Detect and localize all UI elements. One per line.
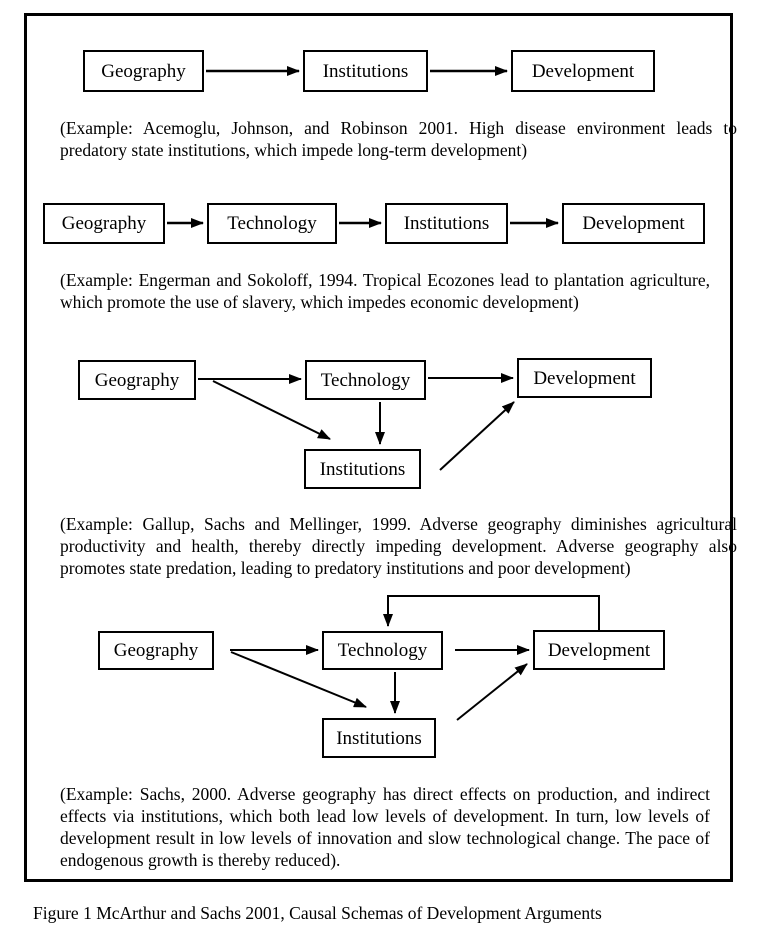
arrow-s3-geography-to-institutions (212, 380, 331, 440)
s1-node-development: Development (511, 50, 655, 92)
s4-node-development: Development (533, 630, 665, 670)
s1-example-caption: (Example: Acemoglu, Johnson, and Robinso… (60, 118, 737, 160)
arrow-s4-development-to-technology-feedback (383, 595, 600, 630)
figure-caption: Figure 1 McArthur and Sachs 2001, Causal… (33, 903, 602, 923)
s2-node-geography: Geography (43, 203, 165, 244)
s3-node-development: Development (517, 358, 652, 398)
s2-node-development: Development (562, 203, 705, 244)
arrow-s4-geography-to-institutions (230, 651, 367, 708)
s2-node-institutions: Institutions (385, 203, 508, 244)
s3-example-caption: (Example: Gallup, Sachs and Mellinger, 1… (60, 514, 737, 578)
arrow-s4-institutions-to-development (456, 663, 528, 721)
s3-node-institutions: Institutions (304, 449, 421, 489)
s3-node-technology: Technology (305, 360, 426, 400)
s2-example-caption: (Example: Engerman and Sokoloff, 1994. T… (60, 270, 710, 312)
s4-node-geography: Geography (98, 631, 214, 670)
s4-node-technology: Technology (322, 631, 443, 670)
s2-node-technology: Technology (207, 203, 337, 244)
s1-node-institutions: Institutions (303, 50, 428, 92)
arrow-s3-institutions-to-development (439, 401, 515, 471)
s1-node-geography: Geography (83, 50, 204, 92)
s4-node-institutions: Institutions (322, 718, 436, 758)
s4-example-caption: (Example: Sachs, 2000. Adverse geography… (60, 784, 710, 870)
s3-node-geography: Geography (78, 360, 196, 400)
